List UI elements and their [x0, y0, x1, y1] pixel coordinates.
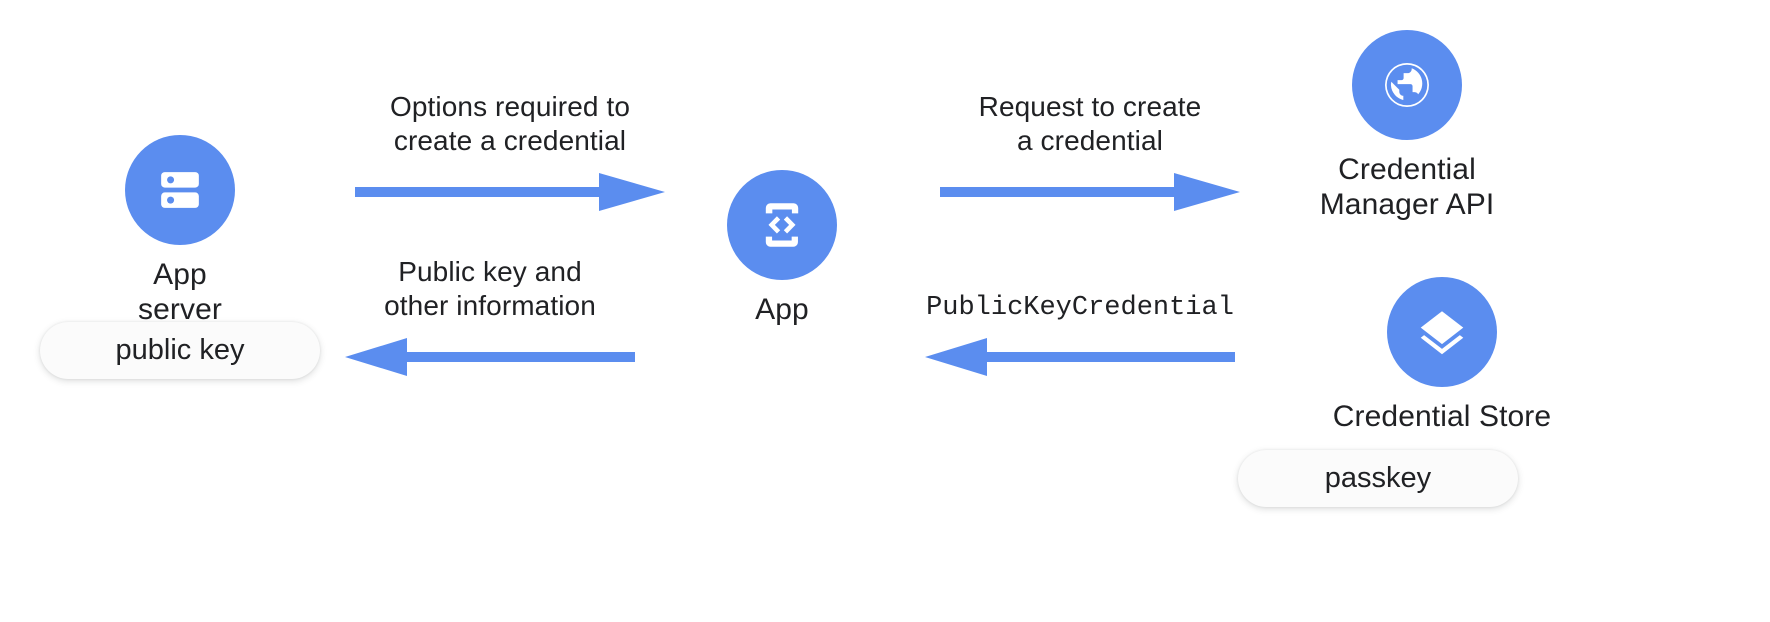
node-credential-manager-api[interactable]: Credential Manager API [1317, 30, 1497, 223]
app-code-device-icon [765, 203, 799, 247]
credential-store-icon-circle [1387, 277, 1497, 387]
passkey-pill-label: passkey [1324, 462, 1432, 494]
arrow-request-to-create-arrow: Request to create a credential [940, 90, 1240, 215]
arrow-left-icon [345, 338, 635, 377]
node-app[interactable]: App [727, 170, 837, 327]
arrow-options-required-arrow: Options required to create a credential [355, 90, 665, 215]
arrow-right-icon [355, 173, 665, 212]
arrow-label-public-key-credential: PublicKeyCredential [926, 293, 1234, 323]
node-credential-store[interactable]: Credential Store [1322, 277, 1562, 434]
arrow-public-key-credential-arrow: PublicKeyCredential [925, 292, 1235, 380]
node-label-app: App [755, 293, 809, 326]
node-label-app-server: App server [138, 258, 222, 327]
node-label-credential-store: Credential Store [1332, 400, 1552, 433]
public-key-pill[interactable]: public key [40, 322, 320, 379]
arrow-label-public-key-and-other-information: Public key and other information [384, 256, 596, 321]
server-icon [161, 172, 199, 208]
arrow-label-request-to-create: Request to create a credential [978, 91, 1202, 156]
credential-manager-api-icon-circle [1352, 30, 1462, 140]
node-app-server[interactable]: App server [125, 135, 235, 328]
app-icon-circle [727, 170, 837, 280]
arrow-left-icon [925, 338, 1235, 377]
arrow-right-icon [940, 173, 1240, 212]
arrow-public-key-and-other-information-arrow: Public key and other information [345, 255, 635, 380]
arrow-label-options-required: Options required to create a credential [389, 91, 631, 156]
public-key-pill-label: public key [115, 334, 245, 366]
node-label-credential-manager-api: Credential Manager API [1319, 153, 1495, 222]
passkey-pill[interactable]: passkey [1238, 450, 1518, 507]
globe-icon [1385, 63, 1429, 107]
app-server-icon-circle [125, 135, 235, 245]
layers-icon [1420, 311, 1464, 355]
